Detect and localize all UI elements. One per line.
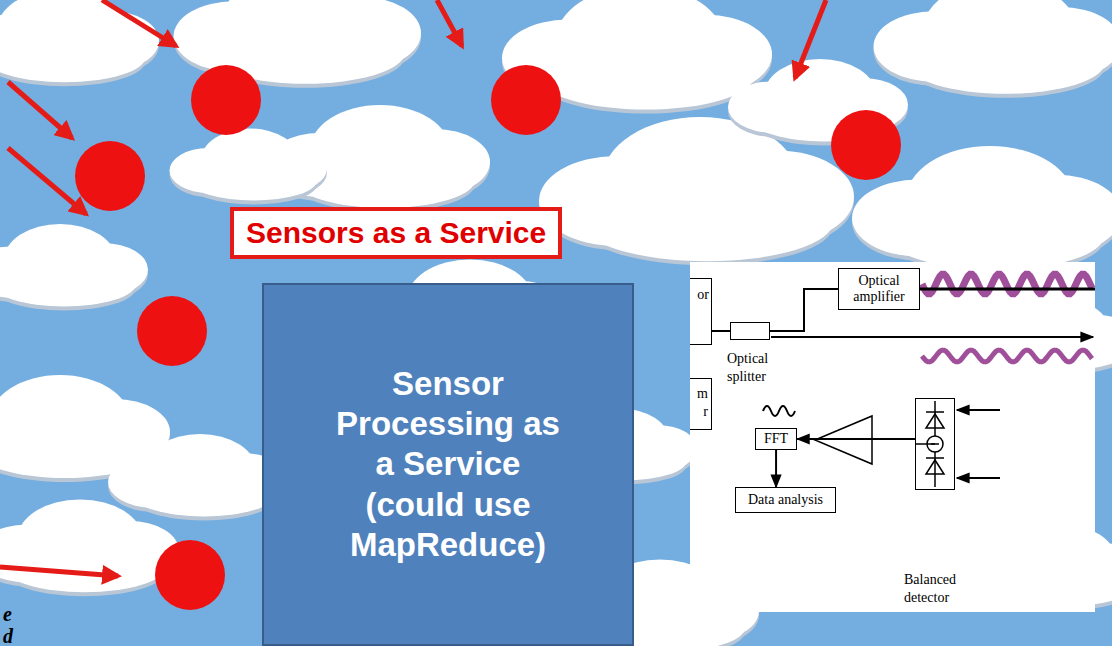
- sensor-arrow: [8, 148, 86, 214]
- signal-line: [797, 438, 915, 440]
- sensor-dot: [137, 296, 207, 366]
- sensor-arrow: [437, 0, 462, 46]
- logo-fragment: d: [3, 626, 13, 646]
- logo-fragment: e: [3, 604, 12, 624]
- sensor-dot: [831, 110, 901, 180]
- amplifier-output: [918, 288, 1095, 291]
- cloud: [0, 500, 179, 597]
- cloud-puff: [191, 161, 317, 200]
- input-arrow: [957, 477, 1000, 479]
- sensor-arrow: [102, 0, 176, 46]
- box-text: m r: [694, 379, 708, 421]
- signal-line: [712, 330, 730, 332]
- service-title-box: Sensors as a Service: [230, 207, 562, 259]
- box-text: Sensors as a Service: [246, 216, 546, 250]
- balanced-photodiodes: [916, 401, 944, 487]
- reference-beam: [771, 336, 1093, 338]
- photodiode: [926, 460, 944, 474]
- box-text: FFT: [764, 431, 788, 447]
- cloud-puff: [0, 262, 136, 307]
- box-text: Optical amplifier: [843, 273, 915, 305]
- box-text: or: [690, 279, 711, 303]
- photodiode: [926, 414, 944, 428]
- beat-signal: [763, 406, 795, 416]
- sensor-arrow: [795, 0, 826, 78]
- cloud-puff: [538, 42, 754, 109]
- data-analysis-box: Data analysis: [735, 487, 836, 513]
- signal-line: [775, 450, 777, 487]
- cloud: [108, 434, 288, 520]
- optical-amplifier-box: Optical amplifier: [838, 268, 920, 310]
- cloud-puff: [888, 202, 1104, 269]
- optical-wave: [922, 274, 1092, 293]
- cut-off-box: m r: [690, 378, 712, 430]
- sensor-arrow: [0, 567, 118, 576]
- sensor-dot: [191, 65, 261, 135]
- cloud: [874, 0, 1112, 98]
- sensor-dot: [155, 540, 225, 610]
- cut-off-box: or: [690, 278, 712, 345]
- photodiode: [926, 457, 944, 459]
- optical-wave: [922, 350, 1092, 362]
- illustration-panel: [690, 262, 1095, 612]
- signal-waves: [922, 274, 1092, 362]
- balanced-detector-box: Balanced detector: [915, 398, 955, 490]
- cloud: [0, 0, 159, 86]
- sensor-dot: [75, 141, 145, 211]
- processing-service-box: Sensor Processing as a Service (could us…: [262, 283, 634, 646]
- cloud-puff: [0, 32, 146, 82]
- optical-splitter-box: Optical splitter: [730, 322, 770, 340]
- box-text: Balanced detector: [904, 571, 976, 607]
- cloud-puff: [132, 472, 276, 517]
- box-text: Data analysis: [748, 492, 823, 508]
- diode-wire: [916, 443, 935, 445]
- photodiode: [926, 411, 944, 413]
- cloud-puff: [907, 32, 1105, 94]
- cloud: [170, 129, 328, 205]
- cloud-puff: [581, 183, 833, 261]
- fft-box: FFT: [755, 428, 797, 450]
- box-text: Sensor Processing as a Service (could us…: [326, 364, 571, 565]
- sensor-arrow: [8, 82, 72, 138]
- sensor-dot: [491, 65, 561, 135]
- input-arrow: [957, 409, 1000, 411]
- box-text: Optical splitter: [727, 350, 789, 386]
- cloud: [0, 224, 148, 310]
- signal-line: [770, 289, 838, 331]
